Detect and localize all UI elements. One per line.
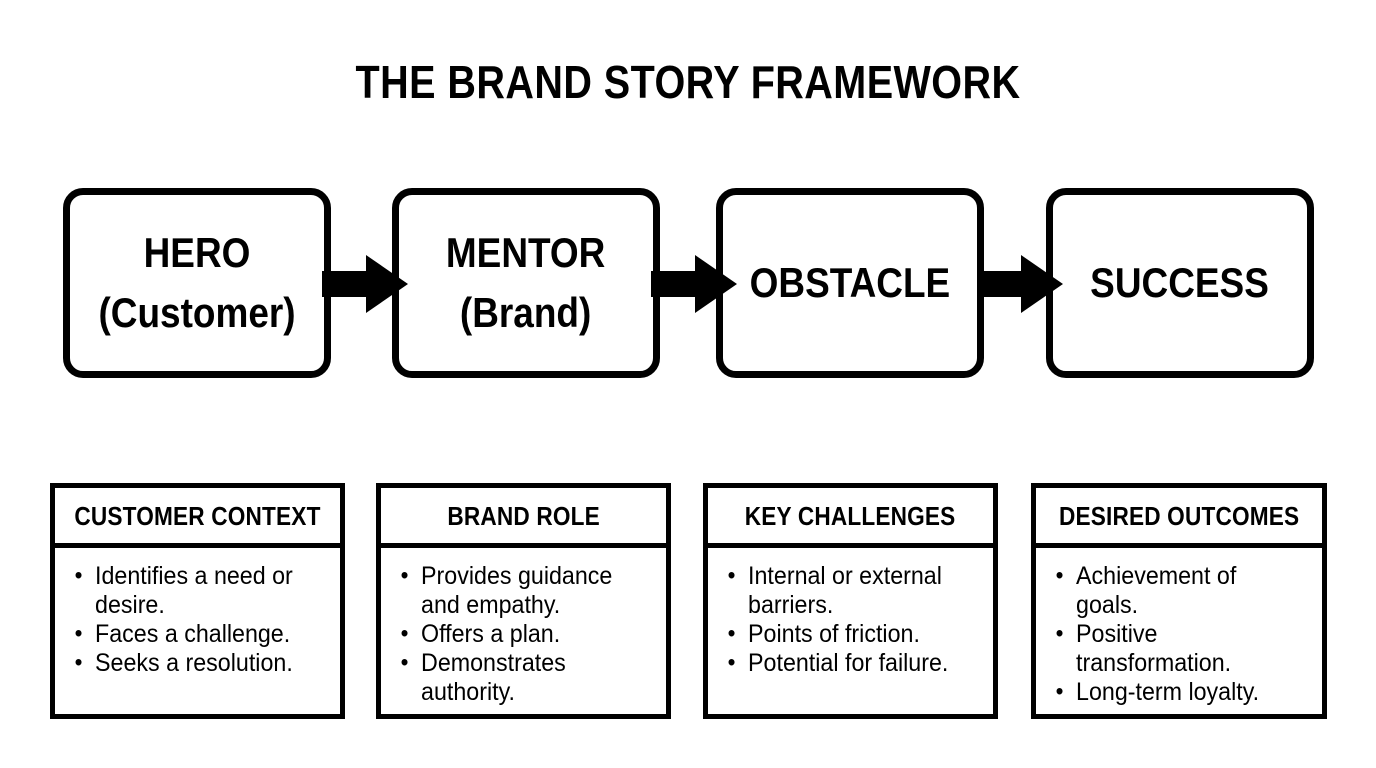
list-item: Identifies a need or desire.	[69, 561, 312, 620]
list-item: Internal or external barriers.	[722, 561, 965, 620]
arrow-right-icon-2	[651, 255, 737, 313]
card-desired-outcomes-body: Achievement of goals. Positive transform…	[1036, 548, 1322, 714]
card-desired-outcomes-title: DESIRED OUTCOMES	[1058, 500, 1300, 531]
card-brand-role-bullets: Provides guidance and empathy. Offers a …	[395, 561, 656, 707]
list-item: Demonstrates authority.	[395, 648, 638, 707]
arrow-right-icon-3	[977, 255, 1063, 313]
card-customer-context[interactable]: CUSTOMER CONTEXT Identifies a need or de…	[50, 483, 345, 719]
card-key-challenges-header: KEY CHALLENGES	[708, 488, 993, 548]
card-customer-context-bullets: Identifies a need or desire. Faces a cha…	[69, 561, 330, 678]
page-title: THE BRAND STORY FRAMEWORK	[355, 56, 1021, 108]
arrow-right-icon-1	[322, 255, 408, 313]
card-brand-role-title: BRAND ROLE	[447, 500, 600, 531]
list-item: Points of friction.	[722, 619, 965, 649]
flow-row: HERO (Customer) MENTOR (Brand) OBSTACLE	[0, 188, 1376, 380]
list-item: Offers a plan.	[395, 619, 638, 649]
flow-step-obstacle[interactable]: OBSTACLE	[716, 188, 984, 378]
list-item: Long-term loyalty.	[1050, 677, 1294, 707]
flow-step-success-title: SUCCESS	[1090, 259, 1270, 306]
flow-step-mentor-subtitle: (Brand)	[460, 289, 592, 336]
detail-cards-row: CUSTOMER CONTEXT Identifies a need or de…	[0, 483, 1376, 721]
card-brand-role-body: Provides guidance and empathy. Offers a …	[381, 548, 666, 714]
flow-step-mentor[interactable]: MENTOR (Brand)	[392, 188, 660, 378]
list-item: Faces a challenge.	[69, 619, 312, 649]
list-item: Seeks a resolution.	[69, 648, 312, 678]
card-customer-context-title: CUSTOMER CONTEXT	[74, 500, 321, 531]
flow-step-mentor-title: MENTOR	[446, 229, 606, 276]
flow-step-success[interactable]: SUCCESS	[1046, 188, 1314, 378]
flow-step-hero-label: HERO (Customer)	[93, 223, 301, 343]
card-desired-outcomes-bullets: Achievement of goals. Positive transform…	[1050, 561, 1312, 707]
flow-step-success-label: SUCCESS	[1085, 253, 1274, 313]
list-item: Provides guidance and empathy.	[395, 561, 638, 620]
card-key-challenges-title: KEY CHALLENGES	[745, 500, 956, 531]
card-key-challenges[interactable]: KEY CHALLENGES Internal or external barr…	[703, 483, 998, 719]
flow-step-obstacle-title: OBSTACLE	[749, 259, 951, 306]
card-key-challenges-body: Internal or external barriers. Points of…	[708, 548, 993, 714]
list-item: Positive transformation.	[1050, 619, 1294, 678]
flow-step-obstacle-label: OBSTACLE	[744, 253, 955, 313]
list-item: Achievement of goals.	[1050, 561, 1294, 620]
flow-step-hero-subtitle: (Customer)	[98, 289, 296, 336]
card-customer-context-body: Identifies a need or desire. Faces a cha…	[55, 548, 340, 714]
card-brand-role-header: BRAND ROLE	[381, 488, 666, 548]
list-item: Potential for failure.	[722, 648, 965, 678]
card-customer-context-header: CUSTOMER CONTEXT	[55, 488, 340, 548]
card-desired-outcomes-header: DESIRED OUTCOMES	[1036, 488, 1322, 548]
card-brand-role[interactable]: BRAND ROLE Provides guidance and empathy…	[376, 483, 671, 719]
card-key-challenges-bullets: Internal or external barriers. Points of…	[722, 561, 983, 678]
flow-step-hero[interactable]: HERO (Customer)	[63, 188, 331, 378]
flow-step-hero-title: HERO	[143, 229, 251, 276]
flow-step-mentor-label: MENTOR (Brand)	[441, 223, 611, 343]
card-desired-outcomes[interactable]: DESIRED OUTCOMES Achievement of goals. P…	[1031, 483, 1327, 719]
